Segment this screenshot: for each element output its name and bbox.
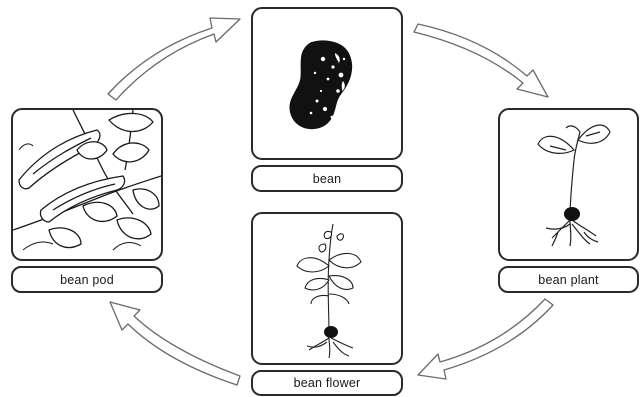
seedling-icon — [537, 124, 611, 247]
bean-label: bean — [251, 165, 403, 192]
arrow-pod-to-bean — [107, 17, 241, 101]
bean-flower-label: bean flower — [251, 370, 403, 396]
bean-flower-card — [251, 212, 403, 365]
bean-card — [251, 7, 403, 160]
arrow-flower-to-pod — [109, 301, 241, 386]
flowering-plant-icon — [296, 223, 362, 359]
arrow-plant-to-flower — [417, 298, 554, 380]
bean-pod-icon — [13, 110, 161, 251]
arrow-bean-to-plant — [413, 23, 549, 98]
bean-plant-label: bean plant — [498, 266, 639, 293]
bean-plant-card — [498, 108, 639, 261]
bean-pod-label: bean pod — [11, 266, 163, 293]
bean-seed-icon — [289, 40, 353, 130]
bean-pod-card — [11, 108, 163, 261]
